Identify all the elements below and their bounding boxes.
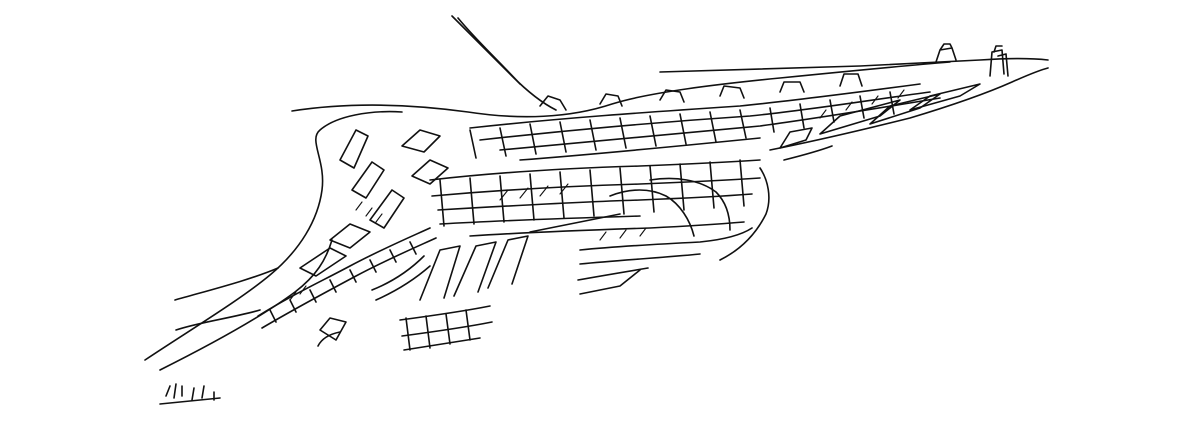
lower-pier-buildings bbox=[317, 213, 621, 351]
right-embankment bbox=[719, 167, 770, 261]
coastline-lower-2 bbox=[175, 309, 261, 331]
coastline-lower bbox=[174, 267, 279, 301]
upper-building-rows bbox=[469, 73, 941, 161]
coastline-inner bbox=[159, 239, 333, 371]
right-shoreline-bottom bbox=[769, 67, 1049, 151]
right-shoreline-top bbox=[659, 57, 1049, 73]
hatching bbox=[289, 89, 905, 301]
horizon-line bbox=[291, 61, 951, 118]
bottom-left-figures bbox=[159, 383, 221, 405]
left-waterfront-blocks bbox=[257, 129, 449, 329]
tower-right-2 bbox=[997, 53, 1009, 77]
coastline-outer bbox=[144, 110, 403, 361]
tower-left bbox=[935, 43, 957, 63]
middle-building-blocks bbox=[429, 159, 761, 295]
tower-right bbox=[989, 45, 1005, 77]
right-terrace-blocks bbox=[779, 83, 981, 161]
diagonal-sight-line-2 bbox=[457, 17, 521, 85]
